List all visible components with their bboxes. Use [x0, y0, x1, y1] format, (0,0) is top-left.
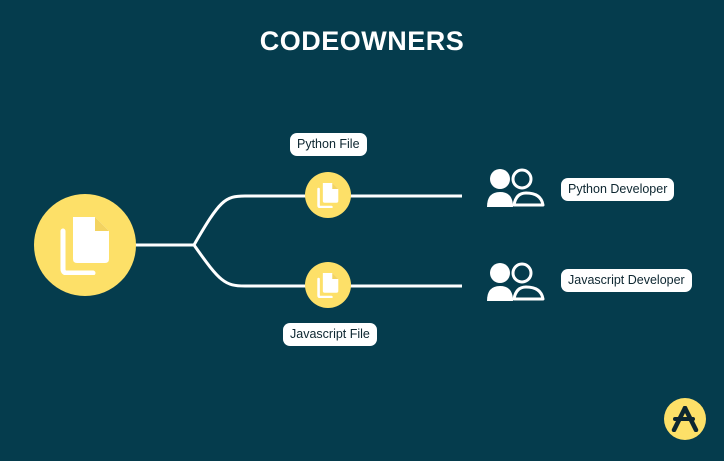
root-file-node: [34, 194, 136, 296]
python-file-label: Python File: [290, 133, 367, 156]
branch-line-javascript: [192, 244, 462, 288]
page-title: CODEOWNERS: [259, 26, 465, 56]
files-icon: [317, 273, 339, 298]
files-icon: [60, 217, 109, 275]
logo-icon: [664, 398, 706, 440]
javascript-developer-label: Javascript Developer: [561, 269, 692, 292]
python-file-node: [305, 172, 351, 218]
users-icon: [487, 262, 545, 301]
python-developer-label: Python Developer: [561, 178, 675, 201]
branch-line-python: [192, 194, 462, 246]
files-icon: [317, 183, 339, 208]
users-icon: [487, 168, 545, 207]
javascript-file-node: [305, 262, 351, 308]
javascript-file-label: Javascript File: [283, 323, 377, 346]
